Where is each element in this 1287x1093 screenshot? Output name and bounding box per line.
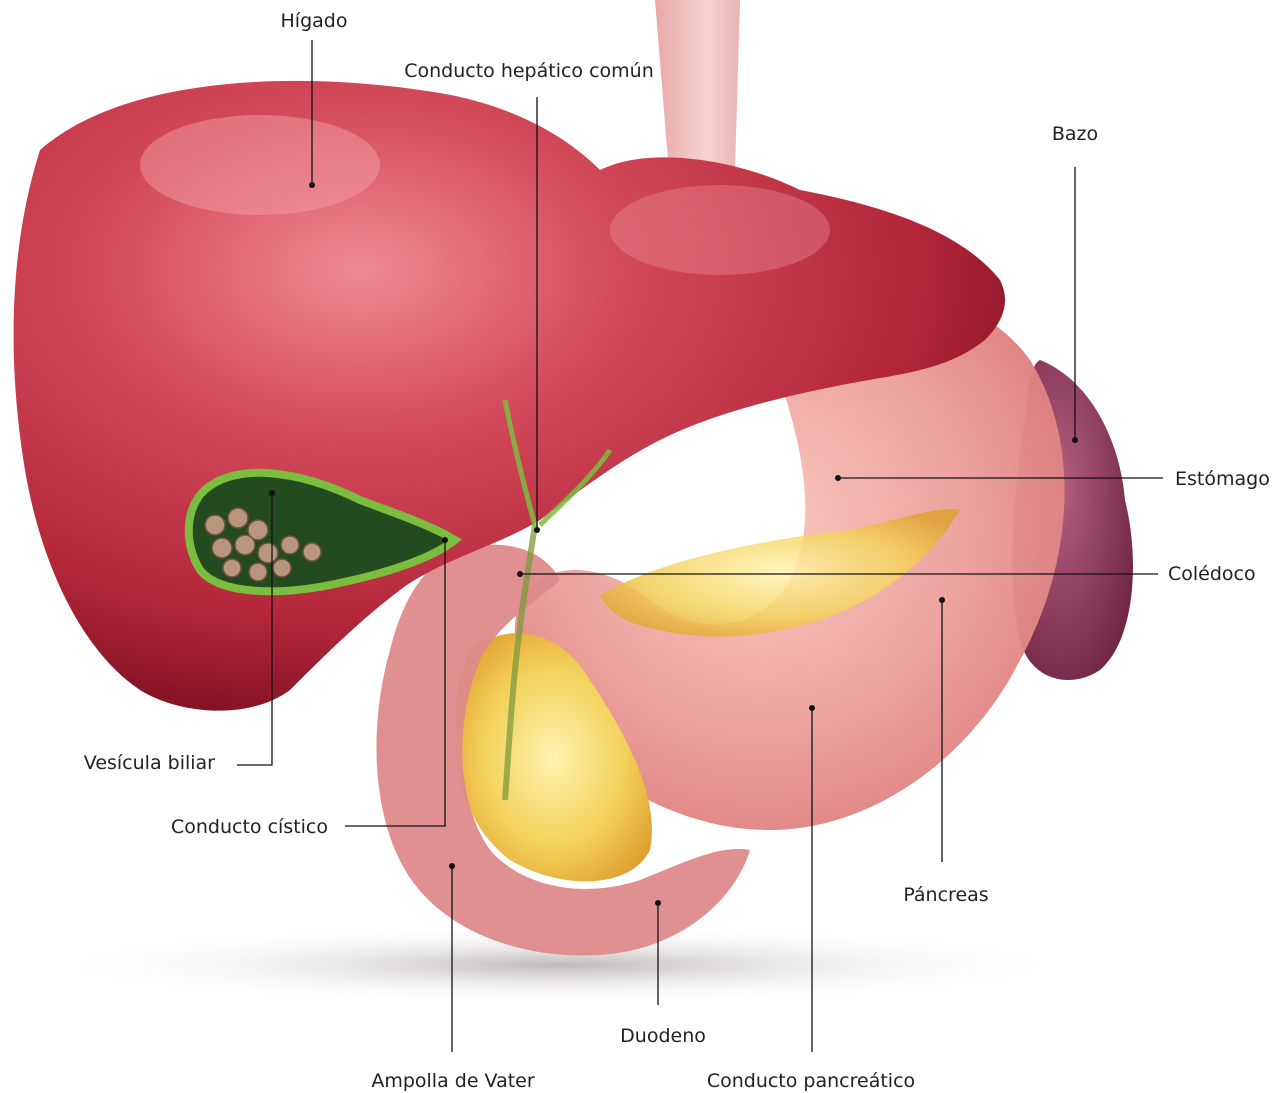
label-duodeno: Duodeno <box>620 1025 706 1047</box>
liver-highlight <box>140 115 380 215</box>
label-conducto-pancreatico: Conducto pancreático <box>707 1070 915 1092</box>
label-conducto-hepatico-comun: Conducto hepático común <box>404 60 654 82</box>
label-ampolla-de-vater: Ampolla de Vater <box>371 1070 535 1092</box>
liver-left-lobe-highlight <box>610 185 830 275</box>
label-vesicula-biliar: Vesícula biliar <box>84 752 215 774</box>
label-estomago: Estómago <box>1175 468 1270 490</box>
label-higado: Hígado <box>281 10 348 32</box>
label-bazo: Bazo <box>1052 123 1098 145</box>
label-conducto-cistico: Conducto cístico <box>171 816 328 838</box>
label-pancreas: Páncreas <box>903 884 988 906</box>
label-coledoco: Colédoco <box>1168 563 1256 585</box>
